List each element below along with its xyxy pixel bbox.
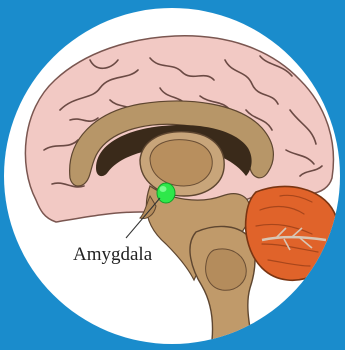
amygdala-label: Amygdala (73, 244, 153, 265)
amygdala (157, 183, 175, 203)
cerebellum (246, 186, 339, 280)
